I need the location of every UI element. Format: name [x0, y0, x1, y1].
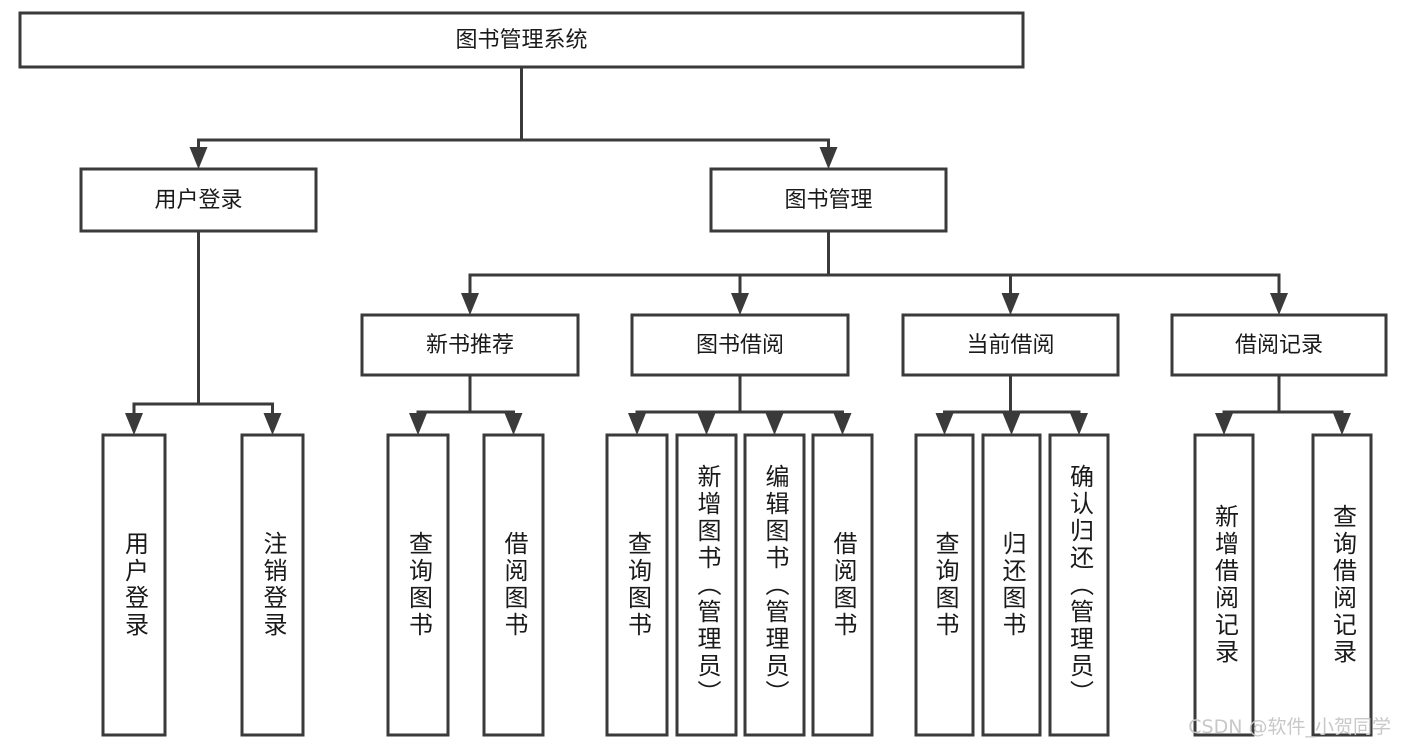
node-box-leaf-return-book[interactable]: [981, 433, 1042, 737]
watermark-text: CSDN @软件_小贺同学: [1188, 716, 1391, 738]
node-label-root: 图书管理系统: [455, 28, 587, 53]
node-box-leaf-query-book-rec[interactable]: [386, 433, 450, 737]
arrow-head-leaf-add-book: [697, 413, 716, 435]
node-label-borrow-record: 借阅记录: [1235, 333, 1323, 358]
arrow-head-leaf-query-book-borrow: [628, 413, 646, 435]
node-box-leaf-user-login[interactable]: [101, 433, 167, 737]
node-box-user-login[interactable]: [79, 167, 318, 233]
node-box-leaf-add-borrow-record[interactable]: [1193, 433, 1255, 737]
arrow-head-leaf-edit-book: [765, 413, 784, 435]
arrow-head-borrow-record: [1270, 293, 1288, 315]
arrow-head-user-login: [189, 147, 208, 169]
arrow-head-leaf-query-borrow-record: [1333, 413, 1351, 435]
node-box-leaf-query-book-borrow[interactable]: [605, 433, 669, 737]
node-box-leaf-borrow-book[interactable]: [811, 433, 874, 737]
arrow-head-leaf-borrow-book: [833, 413, 852, 435]
arrow-head-leaf-user-logout: [263, 413, 282, 435]
connector-layer: [125, 65, 1351, 435]
node-box-leaf-user-logout[interactable]: [240, 433, 305, 737]
node-label-new-book-rec: 新书推荐: [426, 333, 514, 358]
arrow-head-leaf-query-book-rec: [409, 413, 427, 435]
arrow-head-current-borrow: [1001, 293, 1020, 315]
node-box-leaf-query-book-current[interactable]: [914, 433, 975, 737]
node-box-leaf-query-borrow-record[interactable]: [1311, 433, 1373, 737]
node-box-leaf-borrow-book-rec[interactable]: [482, 433, 545, 737]
arrow-head-leaf-borrow-book-rec: [504, 413, 523, 435]
arrow-head-leaf-return-book: [1002, 413, 1021, 435]
arrow-head-leaf-user-login: [125, 413, 143, 435]
node-box-book-borrow[interactable]: [630, 313, 850, 377]
node-box-book-manage[interactable]: [709, 167, 948, 233]
node-label-user-login: 用户登录: [154, 188, 242, 213]
arrow-head-leaf-query-book-current: [935, 413, 954, 435]
node-label-book-borrow: 图书借阅: [696, 333, 784, 358]
box-layer: [18, 11, 1388, 737]
node-box-current-borrow[interactable]: [901, 313, 1120, 377]
node-box-root[interactable]: [18, 11, 1025, 69]
node-box-leaf-edit-book[interactable]: [743, 433, 806, 737]
node-box-leaf-add-book[interactable]: [675, 433, 738, 737]
node-label-book-manage: 图书管理: [784, 188, 872, 213]
node-box-new-book-rec[interactable]: [360, 313, 580, 377]
arrow-head-book-manage: [819, 147, 838, 169]
arrow-head-book-borrow: [731, 293, 749, 315]
node-label-current-borrow: 当前借阅: [966, 333, 1054, 358]
node-box-borrow-record[interactable]: [1170, 313, 1388, 377]
arrow-head-leaf-confirm-return: [1070, 413, 1088, 435]
arrow-head-new-book-rec: [461, 293, 479, 315]
node-box-leaf-confirm-return[interactable]: [1048, 433, 1110, 737]
arrow-head-leaf-add-borrow-record: [1215, 413, 1233, 435]
